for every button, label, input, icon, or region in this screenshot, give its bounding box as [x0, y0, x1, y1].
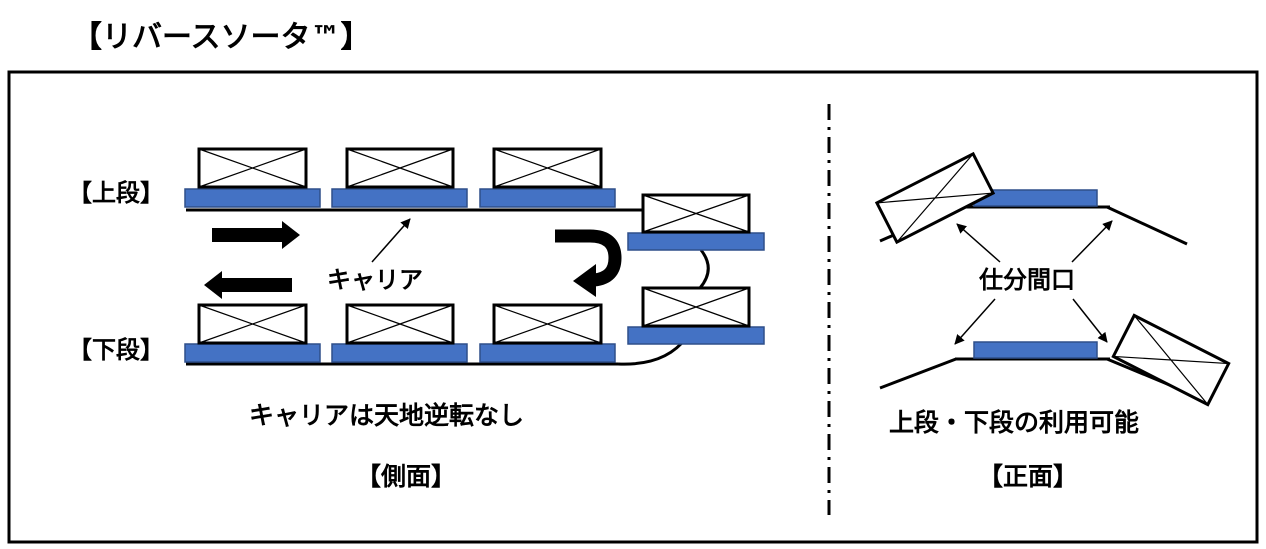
front-upper-tier: [874, 151, 1188, 246]
page-title: 【リバースソータ™】: [72, 20, 371, 55]
upper-carrier-3: [479, 147, 616, 208]
front-lower-left-chute: [879, 357, 957, 390]
upper-carrier-2-parcel-cross: [346, 148, 454, 188]
front-lower-tier: [879, 313, 1231, 407]
turn-carrier-lower: [627, 286, 765, 345]
upper-carrier-2: [331, 147, 468, 208]
lower-carrier-1-parcel: [197, 303, 308, 345]
front-lower-parcel: [1111, 313, 1231, 407]
lower-carrier-1-tray: [184, 343, 321, 363]
upper-carrier-1-tray: [184, 188, 321, 208]
front-lower-parcel-cross: [1113, 315, 1229, 405]
lower-carrier-2-parcel: [345, 303, 455, 345]
turn-carrier-lower-tray: [627, 326, 765, 345]
lower-carrier-2-parcel-cross: [346, 304, 454, 344]
opening-arrow-upper-left: [956, 223, 1001, 263]
lower-tier-label: 【下段】: [68, 336, 164, 364]
opening-arrow-lower-left: [954, 298, 996, 345]
turn-carrier-upper-parcel: [641, 193, 751, 234]
lower-carrier-2: [331, 303, 468, 363]
side-view-note: キャリアは天地逆転なし: [249, 401, 524, 430]
u-turn-arrowhead: [573, 264, 596, 297]
upper-carrier-3-parcel-cross: [493, 148, 602, 188]
upper-carrier-3-parcel: [492, 147, 603, 189]
front-upper-parcel-cross: [876, 153, 994, 243]
front-view: 仕分間口 上段・下段の利用可能 【正面】: [874, 151, 1231, 491]
front-view-note: 上段・下段の利用可能: [889, 408, 1139, 437]
upper-carrier-2-tray: [331, 188, 468, 208]
right-arrow-icon: [212, 221, 300, 249]
left-arrow-icon: [204, 271, 292, 299]
turn-carrier-lower-parcel-cross: [642, 287, 750, 327]
turn-carrier-upper: [627, 193, 765, 251]
upper-carrier-1-parcel-cross: [198, 148, 307, 188]
upper-carrier-1-parcel: [197, 147, 308, 189]
opening-arrow-lower-right: [1072, 298, 1108, 343]
lower-carrier-3-parcel: [492, 303, 603, 345]
front-lower-carrier-tray: [973, 341, 1098, 359]
lower-carrier-3: [479, 303, 616, 363]
upper-carrier-1: [184, 147, 321, 208]
diagram-frame: [7, 70, 1259, 544]
sorting-opening-label: 仕分間口: [978, 266, 1075, 294]
lower-carrier-1: [184, 303, 321, 363]
upper-carrier-3-tray: [479, 188, 616, 208]
carrier-label: キャリア: [327, 266, 423, 294]
front-view-caption: 【正面】: [978, 462, 1078, 491]
opening-arrow-upper-right: [1071, 220, 1113, 263]
upper-tier-label: 【上段】: [68, 179, 164, 207]
turnaround-rail: [698, 249, 710, 289]
upper-carrier-2-parcel: [345, 147, 455, 189]
lower-carrier-2-tray: [331, 343, 468, 363]
lower-carrier-3-tray: [479, 343, 616, 363]
front-upper-parcel: [874, 151, 996, 245]
turn-carrier-upper-tray: [627, 232, 765, 251]
side-view-caption: 【側面】: [356, 462, 456, 491]
lower-carrier-3-parcel-cross: [493, 304, 602, 344]
lower-carrier-1-parcel-cross: [198, 304, 307, 344]
turn-carrier-upper-parcel-cross: [642, 194, 750, 233]
u-turn-arrow-icon: [555, 229, 622, 287]
side-view: 【上段】 【下段】: [68, 147, 765, 491]
front-upper-right-chute: [1106, 205, 1188, 246]
turn-carrier-lower-parcel: [641, 286, 751, 328]
carrier-pointer: [371, 218, 411, 263]
